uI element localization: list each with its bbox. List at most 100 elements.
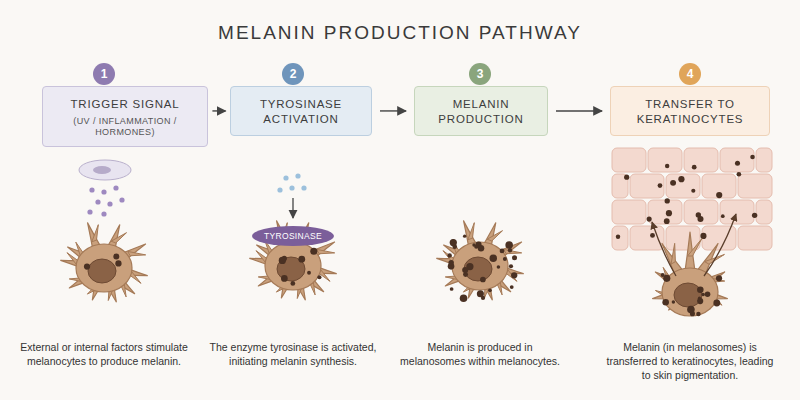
melanosome — [735, 161, 740, 166]
activator-molecule — [295, 173, 300, 178]
dendrite — [688, 239, 702, 256]
dendrite — [128, 251, 146, 255]
flow-arrow — [380, 110, 406, 111]
melanosome — [664, 218, 670, 224]
step-subheading: (UV / INFLAMMATION / HORMONES) — [51, 116, 199, 139]
melanocyte — [437, 221, 524, 302]
step-box: TRIGGER SIGNAL (UV / INFLAMMATION / HORMO… — [42, 86, 208, 147]
cell-body — [662, 268, 718, 316]
step-heading: MELANIN PRODUCTION — [423, 97, 539, 127]
melanosome — [450, 239, 457, 246]
dendrite — [111, 233, 126, 243]
callout-number: 4 — [687, 67, 694, 81]
step-description: The enzyme tyrosinase is activated, init… — [209, 340, 377, 368]
keratinocyte — [648, 148, 682, 172]
dendrite — [487, 231, 502, 241]
keratinocyte — [738, 174, 772, 198]
melanosome — [511, 272, 517, 278]
melanosome — [290, 281, 295, 286]
melanosome — [509, 264, 513, 268]
melanosome — [665, 164, 669, 168]
melanosome — [307, 271, 311, 275]
melanosome — [488, 288, 492, 292]
keratinocyte — [720, 200, 754, 224]
melanosome — [616, 235, 620, 239]
melanosome — [113, 254, 119, 260]
melanosome — [317, 275, 321, 279]
melanosome — [716, 275, 722, 281]
callout-number: 3 — [477, 67, 484, 81]
melanosome — [497, 265, 501, 269]
step-heading: TYROSINASE — [264, 231, 322, 241]
activator-molecule — [277, 187, 282, 192]
step-heading: TRANSFER TO KERATINOCYTES — [619, 97, 761, 127]
melanosome — [752, 213, 757, 218]
melanosome — [298, 256, 305, 263]
nucleus — [464, 257, 492, 281]
dendrite — [504, 249, 522, 253]
melanosome — [661, 273, 665, 277]
keratinocyte — [612, 148, 646, 172]
step-number: 4 — [679, 63, 701, 85]
melanosome — [701, 293, 705, 297]
melanosome — [687, 306, 695, 314]
melanosome — [310, 248, 317, 255]
enzyme-label: TYROSINASE — [252, 226, 334, 246]
melanosome — [477, 290, 484, 297]
step-heading: TRIGGER SIGNAL — [51, 97, 199, 112]
melanosome — [672, 300, 675, 303]
melanosome — [460, 294, 468, 302]
transfer-arrow — [652, 222, 676, 276]
dendrite — [92, 225, 99, 242]
keratinocyte — [756, 200, 772, 224]
melanosome — [510, 285, 514, 289]
callout-number: 2 — [290, 67, 297, 81]
melanosome — [462, 267, 468, 273]
signal-molecule — [95, 199, 100, 204]
keratinocyte — [684, 200, 718, 224]
callout-number: 1 — [101, 67, 108, 81]
keratinocyte — [702, 226, 736, 250]
melanosome — [478, 245, 485, 252]
melanosome — [279, 257, 286, 264]
signal-molecule — [119, 197, 124, 202]
melanosome — [480, 277, 486, 283]
cell-body — [452, 242, 508, 290]
melanosome — [697, 287, 704, 294]
melanosome — [662, 299, 669, 306]
step-number: 2 — [282, 63, 304, 85]
melanosome — [700, 233, 706, 239]
dendrite — [671, 243, 675, 264]
keratinocyte-layer — [612, 148, 772, 250]
keratinocyte — [756, 148, 772, 172]
melanosome — [508, 248, 512, 252]
flow-arrow — [556, 110, 602, 111]
melanosome — [750, 155, 755, 160]
step-number: 1 — [93, 63, 115, 85]
melanosome — [666, 210, 672, 216]
signal-cell — [79, 160, 131, 180]
signal-molecule — [107, 201, 112, 206]
melanosome — [678, 176, 684, 182]
keratinocyte — [630, 226, 664, 250]
keratinocyte — [720, 148, 754, 172]
step-description: Melanin is produced in melanosomes withi… — [396, 340, 564, 368]
keratinocyte — [612, 226, 628, 250]
melanosome — [500, 249, 505, 254]
signal-molecule — [113, 185, 118, 190]
nucleus — [88, 259, 116, 283]
melanocyte — [250, 221, 337, 300]
melanosome — [490, 255, 497, 262]
nucleus — [674, 283, 702, 307]
melanosome — [697, 216, 703, 222]
melanosome — [474, 245, 478, 249]
melanosome — [670, 180, 676, 186]
melanosome — [650, 233, 655, 238]
step-box: TRANSFER TO KERATINOCYTES — [610, 86, 770, 136]
melanocyte — [653, 232, 728, 316]
step-number: 3 — [469, 63, 491, 85]
diagram-title: MELANIN PRODUCTION PATHWAY — [0, 22, 800, 44]
melanosome — [84, 263, 90, 269]
